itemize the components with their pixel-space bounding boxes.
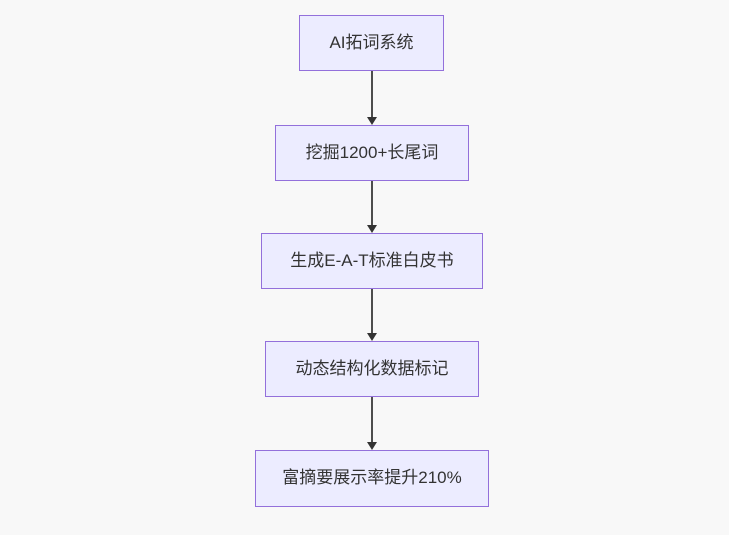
flow-node-rich-snippet-result: 富摘要展示率提升210% (255, 450, 489, 507)
flow-node-eat-whitepaper: 生成E-A-T标准白皮书 (261, 233, 483, 289)
arrow-line (371, 181, 373, 227)
arrow-head-icon (367, 333, 377, 341)
arrow-head-icon (367, 225, 377, 233)
flow-arrow-3 (366, 289, 378, 341)
arrow-line (371, 71, 373, 119)
flow-arrow-1 (366, 71, 378, 125)
flow-node-label: AI拓词系统 (329, 32, 414, 52)
arrow-line (371, 289, 373, 335)
arrow-line (371, 397, 373, 444)
flow-node-label: 动态结构化数据标记 (295, 358, 449, 378)
flow-node-label: 挖掘1200+长尾词 (305, 142, 439, 162)
flow-node-longtail-mining: 挖掘1200+长尾词 (275, 125, 469, 181)
flow-arrow-2 (366, 181, 378, 233)
flow-node-ai-word-system: AI拓词系统 (299, 15, 444, 71)
flow-node-structured-data: 动态结构化数据标记 (265, 341, 479, 397)
flow-arrow-4 (366, 397, 378, 450)
flow-node-label: 生成E-A-T标准白皮书 (290, 250, 454, 270)
arrow-head-icon (367, 442, 377, 450)
flow-node-label: 富摘要展示率提升210% (282, 468, 462, 488)
arrow-head-icon (367, 117, 377, 125)
